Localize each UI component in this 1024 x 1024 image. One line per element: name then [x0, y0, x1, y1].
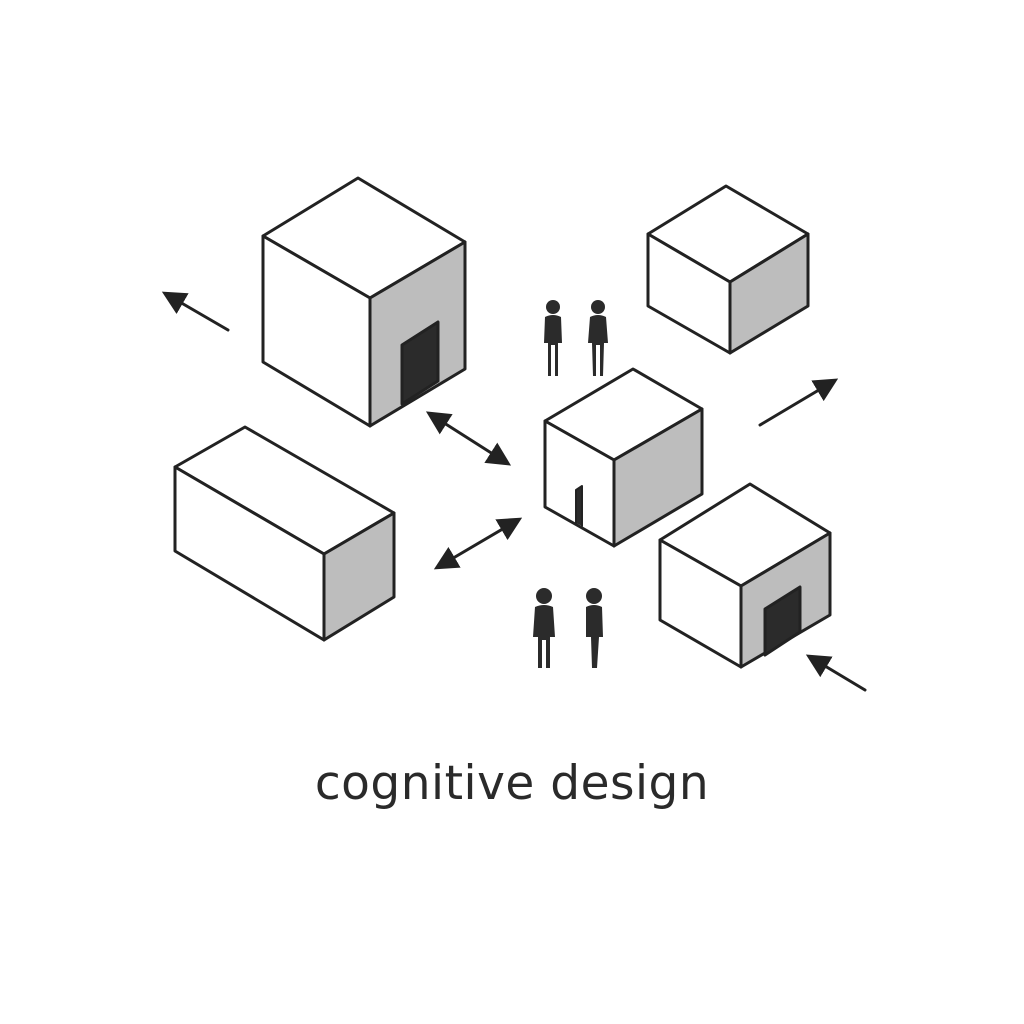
person-icon — [533, 588, 555, 668]
cube-central-with-door — [543, 367, 704, 548]
people-pair-upper — [544, 300, 608, 376]
box-long-block — [173, 425, 396, 642]
cube-small — [646, 184, 810, 355]
arrow-outward-right — [758, 378, 839, 427]
diagram-caption: cognitive design — [314, 756, 710, 811]
person-icon — [588, 300, 608, 376]
doorway — [400, 320, 440, 406]
person-icon — [586, 588, 603, 668]
door — [575, 485, 583, 527]
people-pair-lower — [533, 588, 603, 668]
cube-with-doorway — [658, 482, 832, 669]
arrow-bidirectional-lower — [433, 517, 523, 570]
arrow-inward-bottom-right — [805, 654, 867, 692]
arrow-bidirectional-upper — [425, 411, 512, 466]
doorway — [763, 585, 802, 657]
cube-large-with-doorway — [261, 176, 467, 428]
arrow-outward-left — [161, 291, 230, 332]
person-icon — [544, 300, 562, 376]
